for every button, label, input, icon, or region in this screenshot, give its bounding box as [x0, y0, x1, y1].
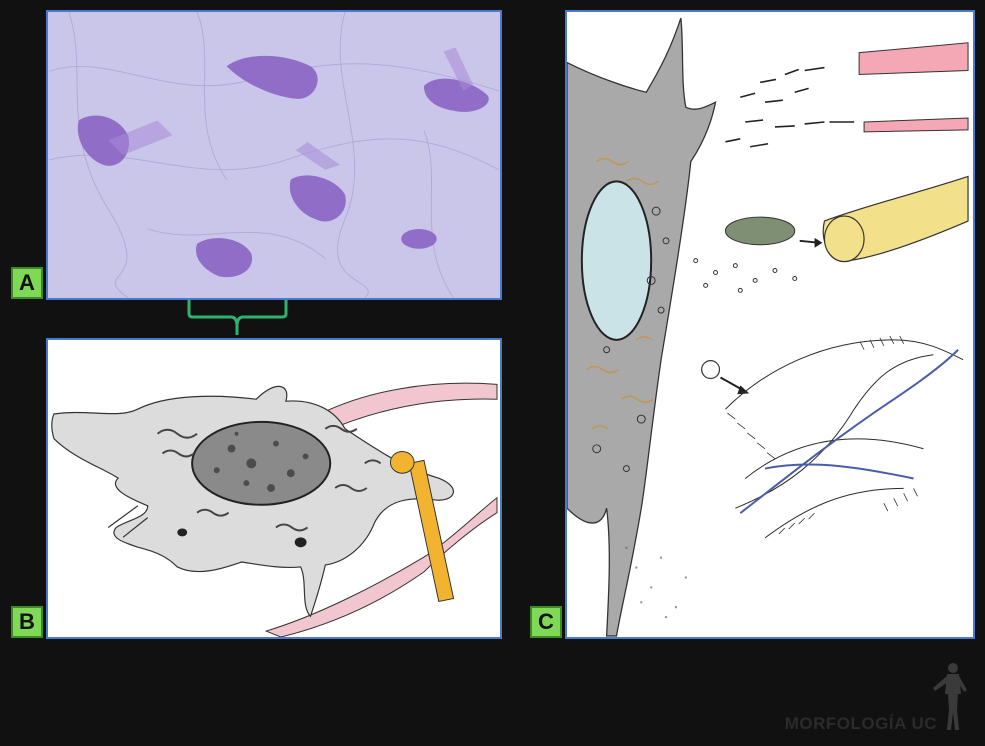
fiber-synthesis-drawing [567, 13, 973, 637]
panel-label-b: B [11, 606, 43, 638]
bracket-connector [187, 300, 288, 335]
micrograph-image [48, 12, 500, 298]
human-figure-icon [933, 663, 967, 730]
panel-label-c: C [530, 606, 562, 638]
fibroblast-drawing [49, 340, 499, 637]
watermark-text: MORFOLOGÍA UC [784, 714, 937, 733]
panel-label-a: A [11, 267, 43, 299]
fiber-synthesis-panel [565, 10, 975, 639]
micrograph-panel [46, 10, 502, 300]
cell-drawing-panel [46, 338, 502, 639]
